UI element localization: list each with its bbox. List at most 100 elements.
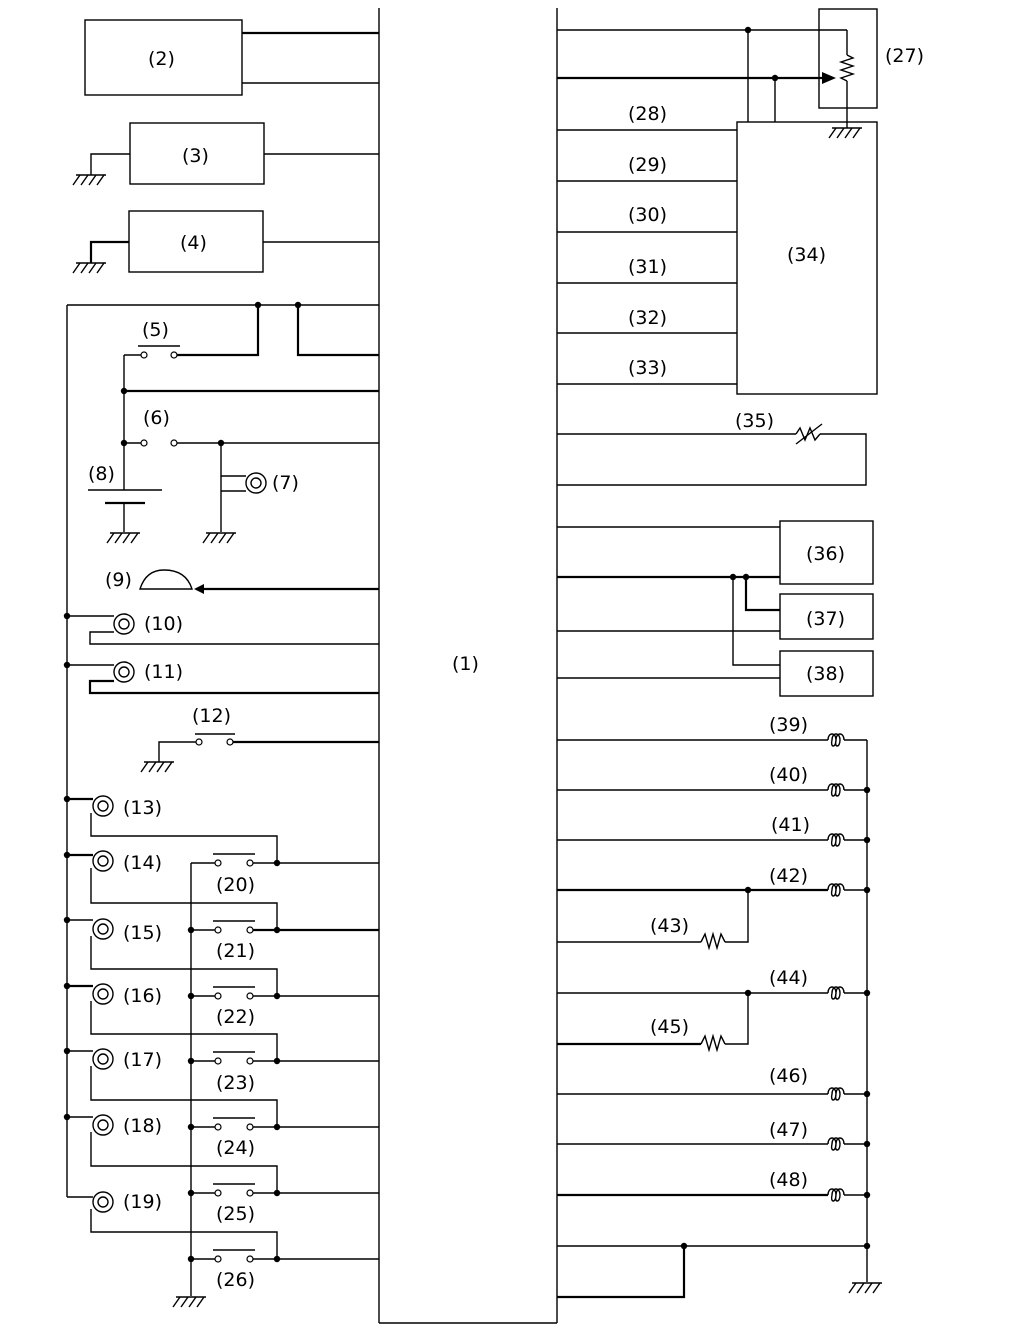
label-43: (43) xyxy=(650,915,689,937)
coil-46: (46) xyxy=(557,1065,871,1101)
label-21: (21) xyxy=(216,940,255,962)
label-16: (16) xyxy=(123,985,162,1007)
label-8: (8) xyxy=(88,463,115,485)
signal-30: (30) xyxy=(557,204,737,233)
label-7: (7) xyxy=(272,472,299,494)
component-4: (4) xyxy=(72,210,379,274)
coil-39: (39) xyxy=(557,714,867,747)
sensor-35: (35) xyxy=(557,410,867,486)
label-15: (15) xyxy=(123,922,162,944)
switch-6: (6) xyxy=(120,407,379,447)
label-40: (40) xyxy=(769,764,808,786)
component-37: (37) xyxy=(557,577,874,640)
label-41: (41) xyxy=(771,814,810,836)
label-30: (30) xyxy=(628,204,667,226)
label-35: (35) xyxy=(735,410,774,432)
coil-40: (40) xyxy=(557,764,871,797)
signal-33: (33) xyxy=(557,357,737,385)
switch-20: (20) xyxy=(191,853,379,896)
label-36: (36) xyxy=(806,543,845,565)
label-22: (22) xyxy=(216,1006,255,1028)
label-44: (44) xyxy=(769,967,808,989)
label-32: (32) xyxy=(628,307,667,329)
lamp-14: (14) xyxy=(63,850,278,930)
switch-24: (24) xyxy=(187,1117,379,1159)
label-26: (26) xyxy=(216,1269,255,1291)
sensor-9: (9) xyxy=(105,569,379,594)
module-34: (34) xyxy=(736,30,878,395)
lamp-15: (15) xyxy=(63,916,278,996)
label-9: (9) xyxy=(105,569,132,591)
coil-41: (41) xyxy=(557,814,871,847)
label-13: (13) xyxy=(123,797,162,819)
label-4: (4) xyxy=(180,232,207,254)
label-48: (48) xyxy=(769,1169,808,1191)
power-bus xyxy=(66,301,379,1197)
label-11: (11) xyxy=(144,661,183,683)
lamp-10: (10) xyxy=(63,612,379,645)
label-18: (18) xyxy=(123,1115,162,1137)
control-unit-label: (1) xyxy=(452,653,479,675)
label-19: (19) xyxy=(123,1191,162,1213)
label-45: (45) xyxy=(650,1016,689,1038)
label-33: (33) xyxy=(628,357,667,379)
lamp-13: (13) xyxy=(63,795,278,863)
lamp-17: (17) xyxy=(63,1047,278,1127)
switch-5: (5) xyxy=(120,305,379,443)
switch-22: (22) xyxy=(187,986,379,1028)
label-6: (6) xyxy=(143,407,170,429)
label-10: (10) xyxy=(144,613,183,635)
label-27: (27) xyxy=(885,45,924,67)
label-17: (17) xyxy=(123,1049,162,1071)
resistor-43: (43) xyxy=(557,890,749,951)
coil-42: (42) xyxy=(557,865,871,897)
label-31: (31) xyxy=(628,256,667,278)
label-46: (46) xyxy=(769,1065,808,1087)
signal-32: (32) xyxy=(557,307,737,334)
label-42: (42) xyxy=(769,865,808,887)
actuator-common-bus xyxy=(848,740,882,1294)
component-38: (38) xyxy=(557,577,874,697)
coil-44: (44) xyxy=(557,967,871,1000)
label-28: (28) xyxy=(628,103,667,125)
component-3: (3) xyxy=(72,122,379,186)
label-47: (47) xyxy=(769,1119,808,1141)
label-29: (29) xyxy=(628,154,667,176)
label-14: (14) xyxy=(123,852,162,874)
battery-8: (8) xyxy=(88,443,162,544)
component-36: (36) xyxy=(557,520,874,585)
signal-29: (29) xyxy=(557,154,737,182)
control-unit: (1) xyxy=(378,8,558,1324)
label-23: (23) xyxy=(216,1072,255,1094)
ground-return xyxy=(557,1242,871,1299)
signal-31: (31) xyxy=(557,256,737,284)
signal-28: (28) xyxy=(557,103,737,131)
label-25: (25) xyxy=(216,1203,255,1225)
label-2: (2) xyxy=(148,48,175,70)
switch-26: (26) xyxy=(187,1249,379,1291)
switch-21: (21) xyxy=(187,920,379,962)
switch-ground-bus xyxy=(172,863,206,1308)
label-39: (39) xyxy=(769,714,808,736)
label-34: (34) xyxy=(787,244,826,266)
label-24: (24) xyxy=(216,1137,255,1159)
lamp-11: (11) xyxy=(63,661,379,695)
resistor-45: (45) xyxy=(557,993,749,1053)
switch-12: (12) xyxy=(140,705,379,773)
switch-23: (23) xyxy=(187,1051,379,1094)
lamp-18: (18) xyxy=(63,1113,278,1193)
label-20: (20) xyxy=(216,874,255,896)
lamp-16: (16) xyxy=(63,982,278,1061)
potentiometer-27: (27) xyxy=(557,8,924,139)
switch-25: (25) xyxy=(187,1183,379,1225)
label-3: (3) xyxy=(182,145,209,167)
coil-48: (48) xyxy=(557,1169,871,1202)
label-37: (37) xyxy=(806,608,845,630)
component-2: (2) xyxy=(84,19,379,96)
lamp-7: (7) xyxy=(202,443,299,544)
label-12: (12) xyxy=(192,705,231,727)
label-5: (5) xyxy=(142,319,169,341)
coil-47: (47) xyxy=(557,1119,871,1151)
label-38: (38) xyxy=(806,663,845,685)
